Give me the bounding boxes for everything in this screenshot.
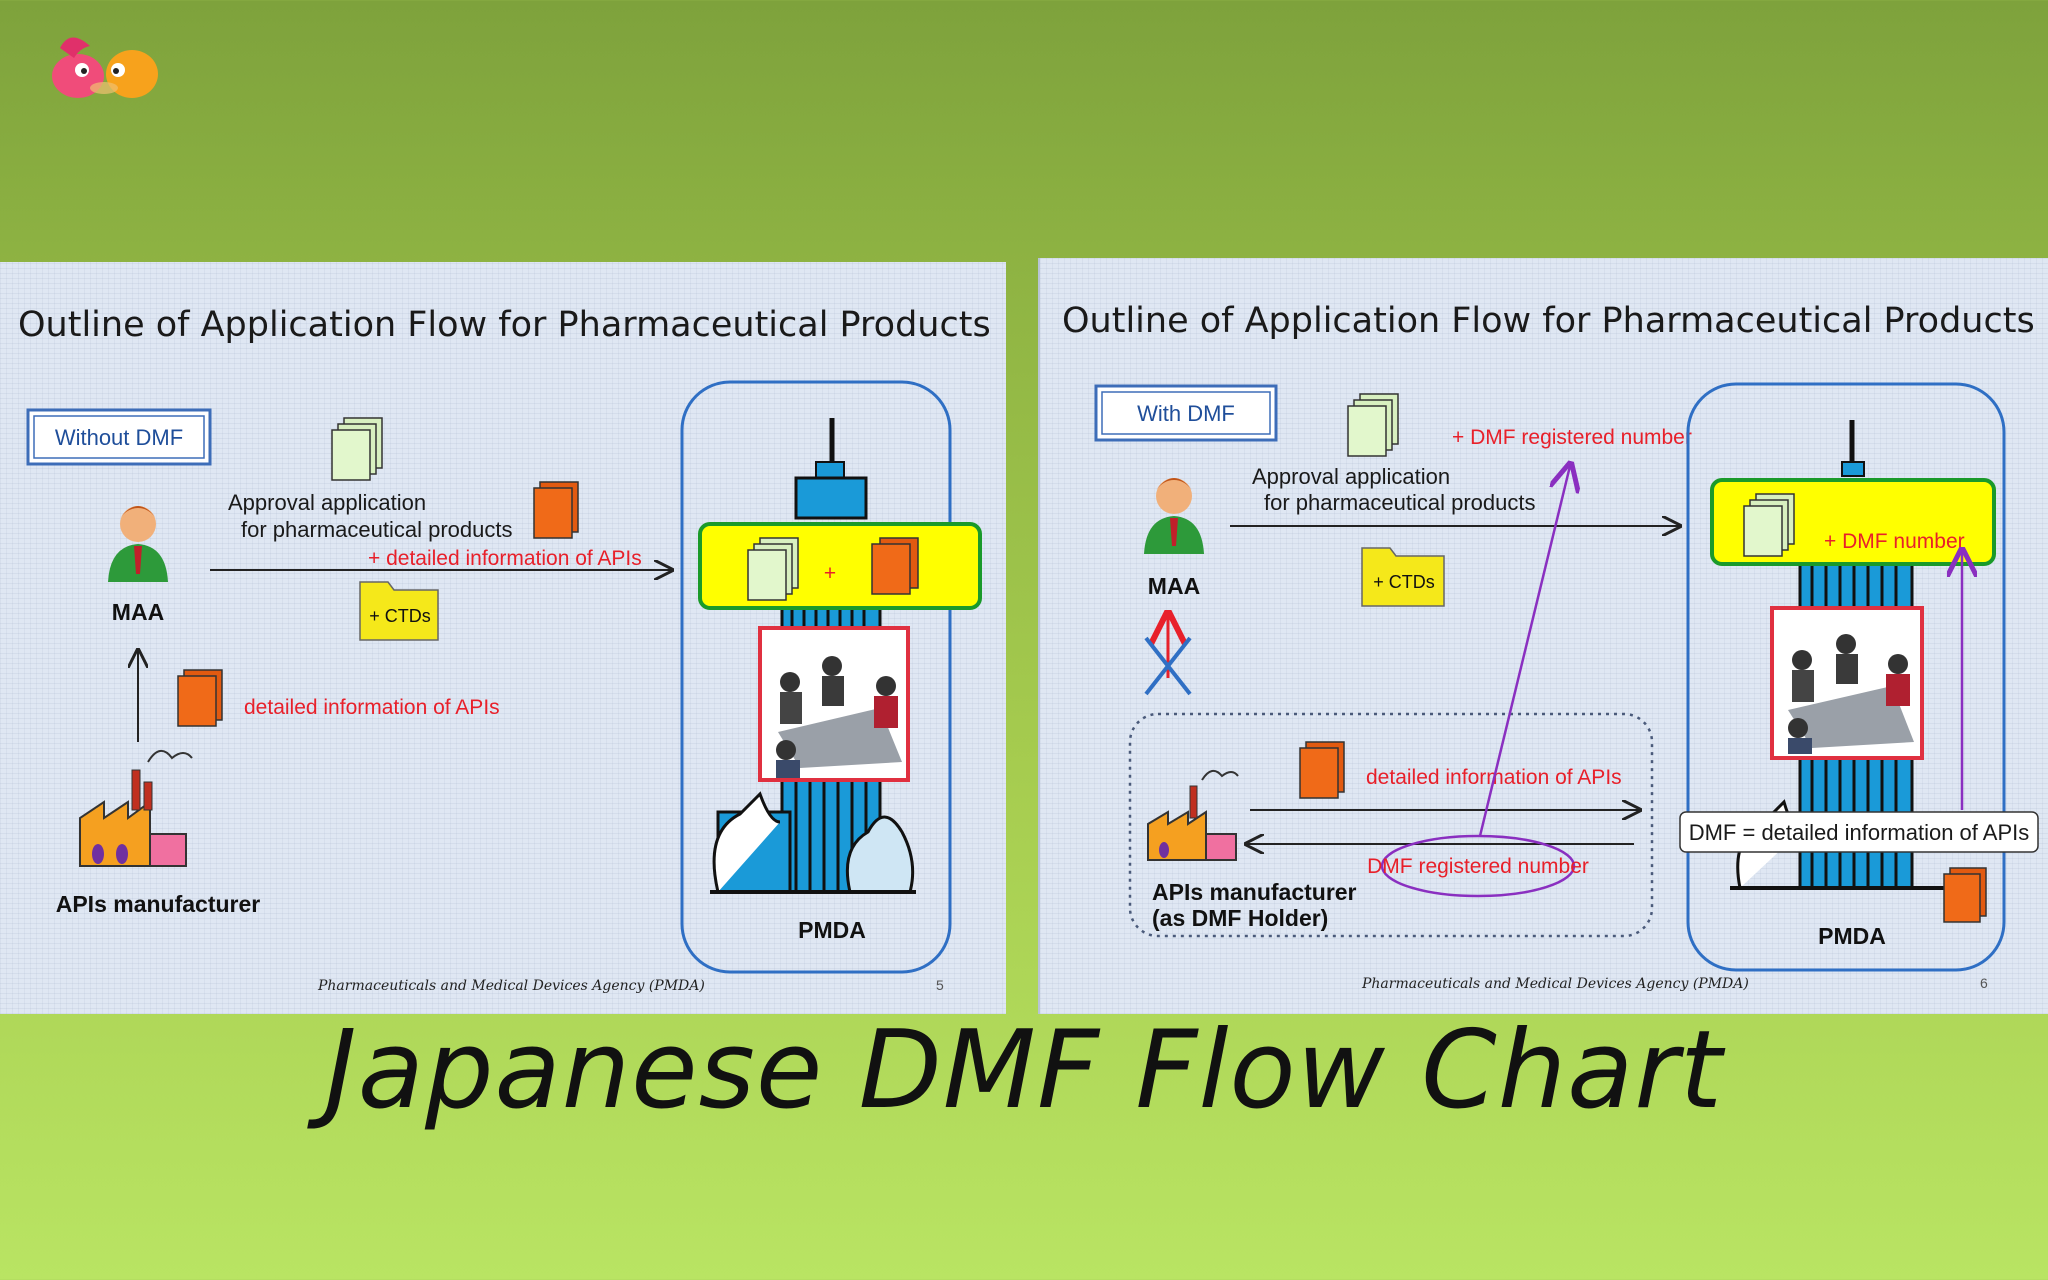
- pmda-label: PMDA: [798, 917, 866, 943]
- maa-person-icon: [108, 506, 168, 582]
- ctds-label: + CTDs: [1373, 572, 1435, 592]
- ctds-label: + CTDs: [369, 606, 431, 626]
- api-document-icon: [1299, 741, 1345, 799]
- dmf-number-to-maa-arrow: [1478, 466, 1570, 837]
- review-meeting-image: [1770, 606, 1924, 760]
- maa-label: MAA: [1148, 573, 1200, 599]
- manufacturer-label: APIs manufacturer: [56, 891, 261, 917]
- dmf-number-label: + DMF number: [1824, 530, 1965, 553]
- api-document-icon: [177, 669, 223, 727]
- detailed-plus-label: + detailed information of APIs: [368, 547, 642, 570]
- dmf-registered-plus-label: + DMF registered number: [1452, 426, 1692, 449]
- pmda-submission-box: [698, 522, 982, 610]
- blocked-path-icon: [1144, 616, 1192, 696]
- pmda-frame: [1686, 382, 2006, 972]
- approval-line2: for pharmaceutical products: [241, 517, 512, 542]
- pmda-frame: [680, 380, 952, 974]
- factory-icon: [79, 750, 193, 867]
- mode-label: With DMF: [1137, 401, 1235, 426]
- slide-title: Outline of Application Flow for Pharmace…: [18, 305, 991, 345]
- mode-label-box: [26, 408, 212, 466]
- document-stack-icon: [747, 537, 799, 601]
- approval-line2: for pharmaceutical products: [1264, 490, 1535, 515]
- manufacturer-line2: (as DMF Holder): [1152, 905, 1328, 931]
- plus-sign: +: [824, 562, 836, 585]
- slide-title: Outline of Application Flow for Pharmace…: [1062, 301, 2035, 341]
- document-stack-icon: [1743, 493, 1795, 557]
- dmf-registered-ellipse: [1380, 834, 1576, 898]
- mode-label-box: [1094, 384, 1278, 442]
- dmf-definition-label: DMF = detailed information of APIs: [1689, 820, 2030, 845]
- maa-person-icon: [1144, 478, 1204, 554]
- page-number: 6: [1980, 975, 1988, 991]
- detailed-label: detailed information of APIs: [244, 696, 500, 719]
- approval-line1: Approval application: [228, 490, 426, 515]
- dmf-registered-label: DMF registered number: [1367, 855, 1589, 878]
- mode-label: Without DMF: [55, 425, 183, 450]
- dmf-holder-region: [1128, 712, 1654, 938]
- slide-without-dmf: Outline of Application Flow for Pharmace…: [0, 262, 1006, 1014]
- footer: Pharmaceuticals and Medical Devices Agen…: [1361, 976, 1749, 992]
- document-stack-icon: [331, 417, 383, 481]
- ctd-folder-icon: [359, 581, 439, 641]
- footer: Pharmaceuticals and Medical Devices Agen…: [317, 978, 705, 994]
- dmf-definition-box: [1679, 811, 2039, 853]
- manufacturer-line1: APIs manufacturer: [1152, 879, 1357, 905]
- api-document-icon: [533, 481, 579, 539]
- slide-with-dmf: Outline of Application Flow for Pharmace…: [1038, 258, 2048, 1014]
- page-number: 5: [936, 977, 944, 993]
- factory-icon: [1147, 769, 1239, 861]
- mascot-logo-icon: [52, 37, 158, 98]
- api-document-icon: [871, 537, 919, 595]
- approval-line1: Approval application: [1252, 464, 1450, 489]
- maa-label: MAA: [112, 599, 164, 625]
- review-meeting-image: [758, 626, 910, 782]
- document-stack-icon: [1347, 393, 1399, 457]
- api-document-icon: [1943, 867, 1987, 923]
- page-title: Japanese DMF Flow Chart: [324, 1008, 1724, 1133]
- pmda-label: PMDA: [1818, 923, 1886, 949]
- ctd-folder-icon: [1361, 547, 1445, 607]
